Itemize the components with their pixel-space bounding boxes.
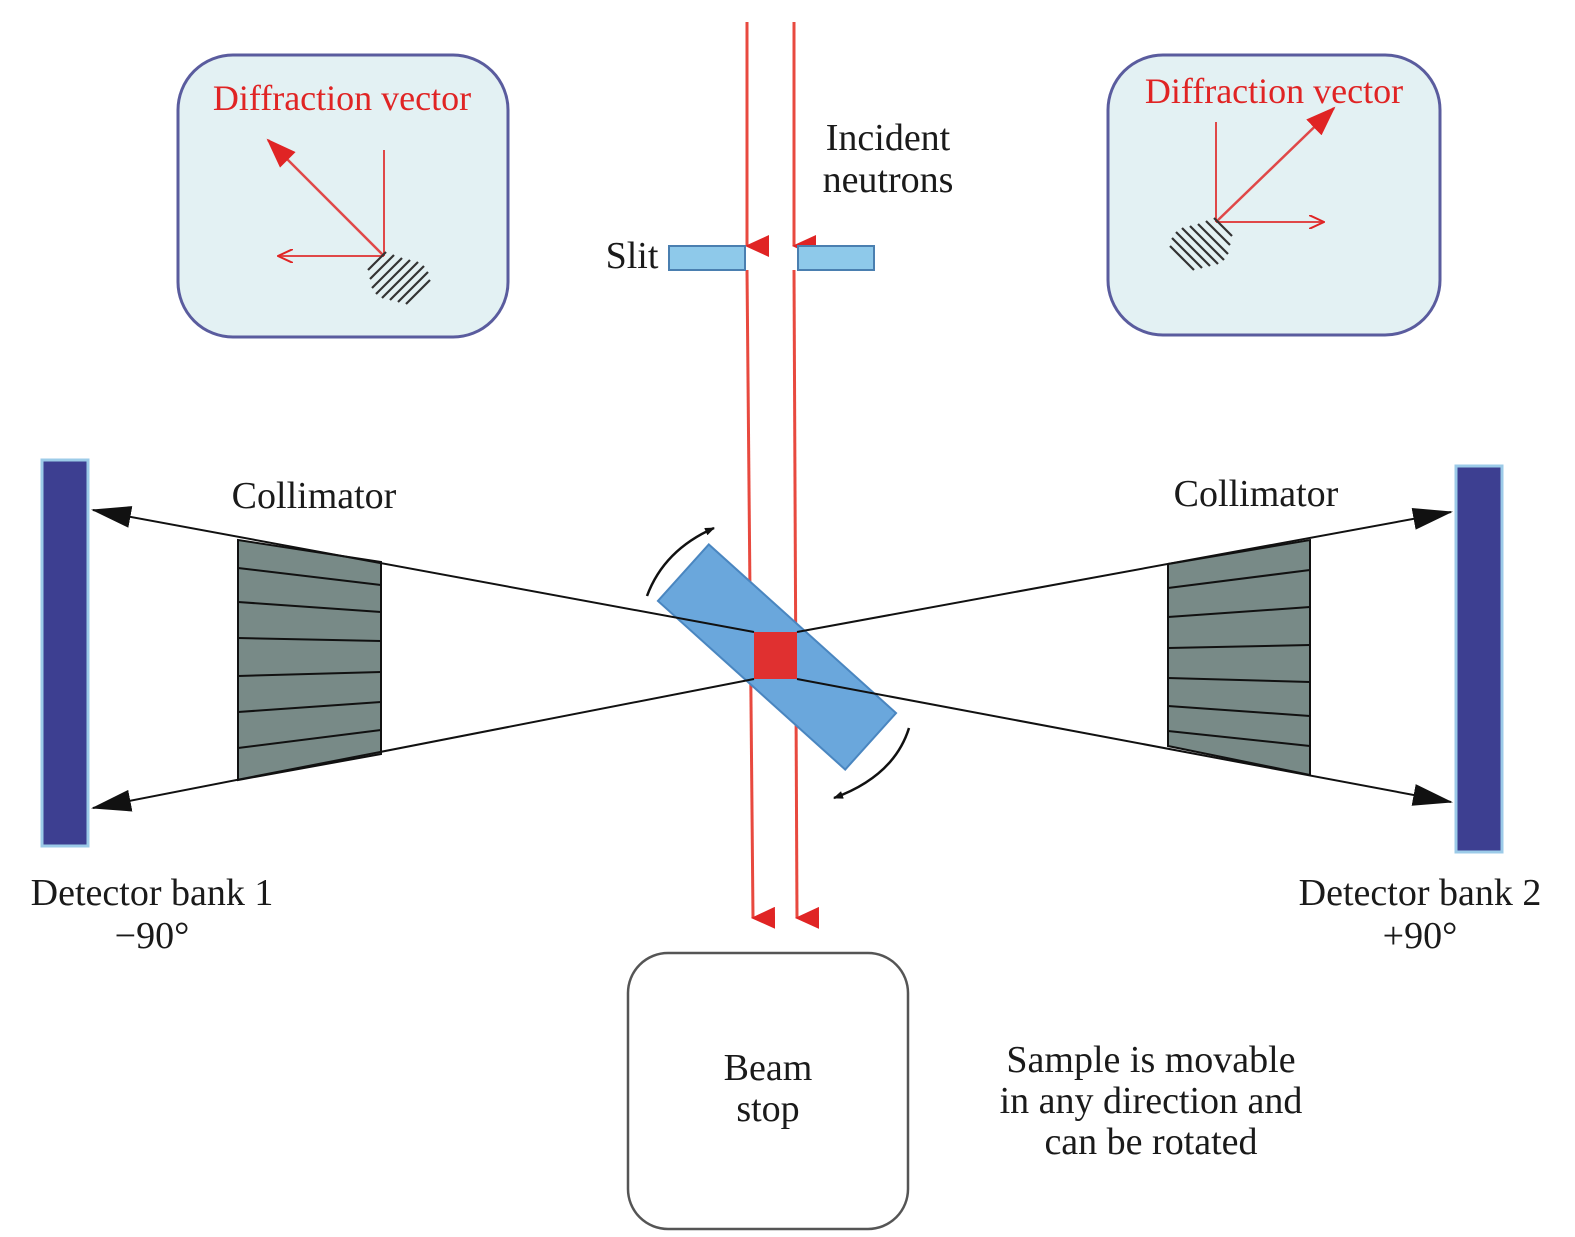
incident-beam xyxy=(745,22,820,929)
detector-bank-1-angle: −90° xyxy=(115,915,190,957)
sample-note-line2: in any direction and xyxy=(1000,1080,1303,1122)
collimator-right-label: Collimator xyxy=(1174,473,1339,515)
detector-bank-1 xyxy=(40,458,90,848)
inset-left: Diffraction vector xyxy=(176,53,510,339)
diffraction-vector-label-left: Diffraction vector xyxy=(213,78,471,118)
beam-stop xyxy=(626,951,910,1231)
inset-right-frame xyxy=(1106,53,1442,337)
detector-bank-2-label: Detector bank 2 xyxy=(1299,872,1542,914)
diffracted-rays xyxy=(91,506,1453,812)
slit-label: Slit xyxy=(606,235,659,277)
ray-to-bank1-bottom xyxy=(91,678,755,812)
inset-right-crystal-planes-icon xyxy=(1169,217,1233,271)
collimator-right xyxy=(1167,538,1311,777)
detector-bank-2-angle: +90° xyxy=(1383,915,1458,957)
slit-jaw-left xyxy=(668,245,746,271)
sample-note-line3: can be rotated xyxy=(1044,1121,1257,1163)
slit xyxy=(668,245,875,271)
ray-to-bank2-bottom xyxy=(796,678,1453,806)
inset-left-diffraction-arrow xyxy=(266,138,385,257)
beam-ray-right-lower xyxy=(792,269,820,929)
slit-jaw-right xyxy=(797,245,875,271)
gauge-volume xyxy=(754,632,797,679)
sample-note-line1: Sample is movable xyxy=(1006,1039,1295,1081)
beam-stop-label-line2: stop xyxy=(736,1088,799,1130)
diffraction-vector-label-right: Diffraction vector xyxy=(1145,71,1403,111)
beam-stop-label-line1: Beam xyxy=(724,1047,813,1089)
detector-bank-1-label: Detector bank 1 xyxy=(31,872,274,914)
inset-left-frame xyxy=(176,53,510,339)
ray-to-bank1-top xyxy=(91,506,755,633)
ray-to-bank2-top xyxy=(796,508,1453,633)
curved-arrow-icon xyxy=(645,526,715,597)
curved-arrow-icon xyxy=(833,727,911,800)
collimator-left-label: Collimator xyxy=(232,475,397,517)
incident-neutrons-label-line2: neutrons xyxy=(823,159,954,201)
incident-neutrons-label-line1: Incident xyxy=(826,117,951,159)
inset-right: Diffraction vector xyxy=(1106,53,1442,337)
inset-left-crystal-planes-icon xyxy=(367,251,431,305)
detector-bank-2 xyxy=(1454,464,1504,854)
collimator-left xyxy=(237,538,382,782)
inset-right-diffraction-arrow xyxy=(1215,106,1336,223)
